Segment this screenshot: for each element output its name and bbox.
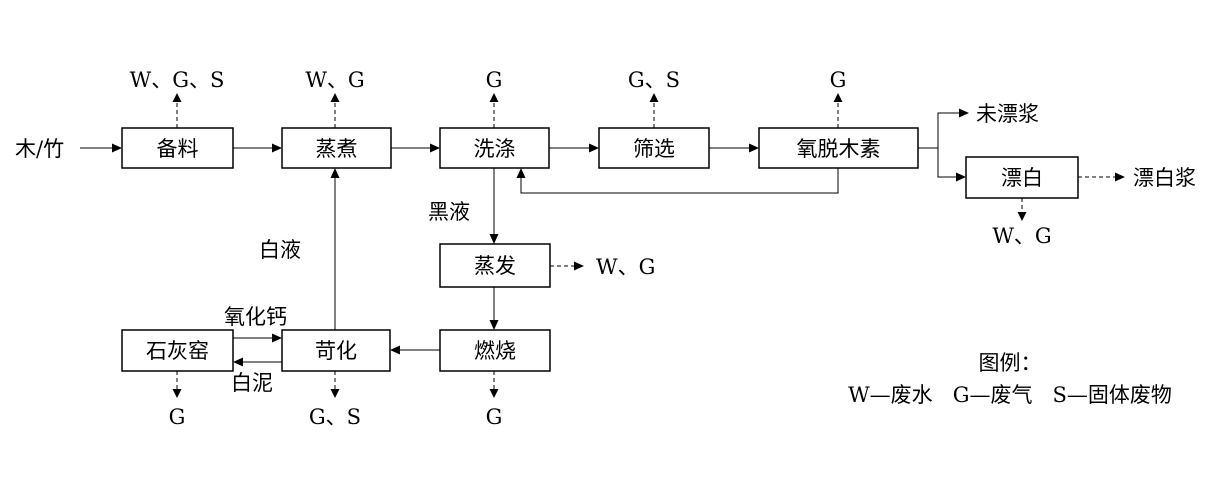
emission-o2delig-label: G [830, 68, 847, 92]
legend-title: 图例： [979, 351, 1042, 375]
input-raw-label: 木/竹 [15, 137, 64, 161]
emission-prep-label: W、G、S [130, 68, 225, 92]
emission-burn-label: G [486, 405, 503, 429]
process-caust-label: 苛化 [315, 339, 357, 363]
emission-evap-label: W、G [596, 255, 655, 279]
emission-bleach-label: W、G [992, 224, 1051, 248]
process-o2delig-label: 氧脱木素 [797, 137, 881, 161]
process-screen-label: 筛选 [633, 137, 675, 161]
emission-arrows [172, 93, 1125, 398]
process-prep-label: 备料 [157, 137, 199, 161]
process-prep: 备料 [121, 127, 234, 169]
process-cook: 蒸煮 [281, 127, 392, 169]
emission-kiln-label: G [169, 405, 186, 429]
output-bleached-label: 漂白浆 [1133, 166, 1196, 190]
process-cook-label: 蒸煮 [316, 137, 358, 161]
process-burn: 燃烧 [439, 329, 551, 372]
legend: 图例： W—废水 G—废气 S—固体废物 [848, 351, 1172, 407]
stream-lime-mud-label: 白泥 [231, 371, 273, 395]
process-wash: 洗涤 [439, 127, 550, 169]
legend-items: W—废水 G—废气 S—固体废物 [848, 383, 1172, 407]
stream-white-liquor-label: 白液 [259, 238, 301, 262]
process-burn-label: 燃烧 [474, 339, 516, 363]
process-screen: 筛选 [598, 127, 710, 169]
emission-wash-label: G [486, 68, 503, 92]
process-wash-label: 洗涤 [474, 137, 516, 161]
process-kiln: 石灰窑 [121, 329, 234, 372]
process-bleach-label: 漂白 [1001, 166, 1043, 190]
stream-black-liquor-label: 黑液 [428, 200, 470, 224]
stream-lime-label: 氧化钙 [224, 305, 287, 329]
process-o2delig: 氧脱木素 [758, 127, 919, 169]
process-caust: 苛化 [281, 329, 391, 372]
process-evap-label: 蒸发 [474, 254, 516, 278]
process-evap: 蒸发 [439, 243, 551, 288]
emission-caust-label: G、S [309, 405, 361, 429]
output-unbleached-label: 未漂浆 [976, 102, 1039, 126]
emission-screen-label: G、S [628, 68, 680, 92]
process-kiln-label: 石灰窑 [146, 339, 209, 363]
emission-cook-label: W、G [305, 68, 364, 92]
process-bleach: 漂白 [965, 156, 1079, 199]
connectors [80, 108, 969, 367]
